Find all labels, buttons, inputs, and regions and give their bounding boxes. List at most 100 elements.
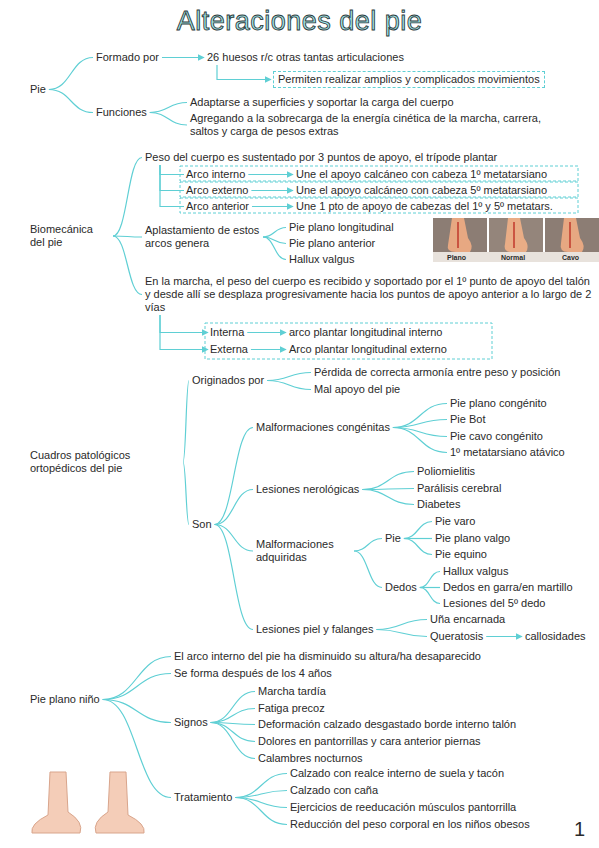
topic-text: Adaptarse a superficies y soportar la ca… — [190, 96, 454, 109]
topic-text: Calzado con realce interno de suela y ta… — [290, 767, 504, 780]
topic-node: Pie — [385, 532, 401, 545]
topic-text: El arco interno del pie ha disminuido su… — [174, 650, 481, 663]
topic-node: Deformación calzado desgastado borde int… — [258, 718, 516, 731]
branch-line — [362, 489, 414, 490]
branch-line — [267, 381, 311, 390]
foot-shape — [32, 772, 81, 833]
branch-line — [113, 236, 142, 237]
topic-text: Peso del cuerpo es sustentado por 3 punt… — [145, 151, 497, 164]
topic-node: Fatiga precoz — [258, 702, 325, 715]
branch-line — [150, 113, 187, 126]
branch-line — [49, 58, 93, 90]
branch-line — [103, 700, 171, 723]
topic-text: Arco anterior — [186, 200, 249, 213]
topic-text: Pie plano anterior — [289, 237, 375, 250]
branch-line — [354, 551, 382, 588]
branch-line — [376, 630, 427, 637]
branch-line — [211, 709, 255, 723]
topic-node: Calzado con realce interno de suela y ta… — [290, 767, 504, 780]
topic-text: Dedos — [385, 581, 417, 594]
branch-line — [263, 237, 286, 260]
topic-text: Pie plano valgo — [435, 532, 510, 545]
topic-node: Adaptarse a superficies y soportar la ca… — [190, 96, 454, 109]
photo-panel — [489, 218, 543, 262]
topic-text: Deformación calzado desgastado borde int… — [258, 718, 516, 731]
topic-node: Pie plano niño — [30, 693, 100, 706]
topic-node: Une el apoyo calcáneo con cabeza 5º meta… — [296, 184, 547, 197]
branch-line — [235, 798, 287, 808]
photo-caption: Normal — [501, 253, 525, 262]
topic-node: Une el apoyo calcáneo con cabeza 1º meta… — [296, 168, 547, 181]
topic-node: Lesiones nerológicas — [256, 483, 359, 496]
topic-node: Pie plano longitudinal — [289, 221, 394, 234]
branch-line — [150, 103, 187, 113]
branch-line — [486, 636, 522, 637]
topic-node: Malformaciones congénitas — [256, 421, 390, 434]
page-number: 1 — [574, 818, 585, 840]
topic-node: Arco interno — [186, 168, 245, 181]
topic-node: Pie cavo congénito — [450, 430, 543, 443]
topic-text: Agregando a la sobrecarga de la energía … — [190, 112, 550, 138]
branch-line — [263, 237, 286, 244]
topic-node: Hallux valgus — [289, 253, 354, 266]
branch-line — [211, 723, 255, 725]
topic-text: Dedos en garra/en martillo — [443, 581, 573, 594]
branch-line — [113, 158, 142, 237]
branch-line — [393, 428, 447, 453]
axis-mark — [513, 222, 515, 248]
topic-node: Mal apoyo del pie — [314, 383, 400, 396]
branch-line — [252, 206, 293, 207]
branch-line — [215, 428, 253, 525]
diagram-title: Alteraciones del pie — [0, 4, 599, 38]
topic-text: Arco interno — [186, 168, 245, 181]
axis-mark — [569, 222, 571, 248]
topic-node: Pérdida de correcta armonía entre peso y… — [314, 366, 560, 379]
topic-text: Ejercicios de reeducación músculos panto… — [290, 801, 516, 814]
branch-line — [251, 349, 286, 350]
topic-text: Pie cavo congénito — [450, 430, 543, 443]
topic-node: 26 huesos r/c otras tantas articulacione… — [207, 51, 404, 64]
branch-line — [376, 620, 427, 630]
topic-node: callosidades — [525, 630, 586, 643]
topic-node: Interna — [210, 326, 244, 339]
topic-text: Parálisis cerebral — [417, 482, 501, 495]
topic-text: Pie varo — [435, 515, 475, 528]
topic-node: Formado por — [96, 51, 159, 64]
topic-text: Une 1 pto de apoyo de cabezas del 1º y 5… — [296, 200, 553, 213]
branch-line — [247, 332, 286, 333]
foot-shape — [505, 218, 528, 252]
dashed-frame — [205, 323, 492, 359]
topic-text: Formado por — [96, 51, 159, 64]
topic-text: Reducción del peso corporal en los niños… — [290, 818, 530, 831]
topic-text: Tratamiento — [174, 791, 232, 804]
topic-text: Aplastamiento de estos arcos genera — [145, 224, 260, 250]
branch-line — [404, 538, 432, 539]
topic-node: Poliomielitis — [417, 465, 475, 478]
branch-line — [160, 165, 184, 175]
branch-line — [267, 373, 311, 381]
branch-line — [354, 539, 382, 552]
topic-text: 1º metatarsiano atávico — [450, 446, 565, 459]
topic-node: Aplastamiento de estos arcos genera — [145, 224, 260, 250]
topic-text: Malformaciones adquiridas — [256, 538, 351, 564]
topic-text: Pérdida de correcta armonía entre peso y… — [314, 366, 560, 379]
topic-text: Pie — [30, 83, 46, 96]
branch-line — [420, 572, 440, 588]
topic-text: Poliomielitis — [417, 465, 475, 478]
topic-text: 26 huesos r/c otras tantas articulacione… — [207, 51, 404, 64]
branch-line — [393, 420, 447, 428]
topic-text: arco plantar longitudinal interno — [289, 326, 443, 339]
branch-line — [215, 525, 253, 630]
foot-photo — [433, 218, 599, 262]
topic-text: Externa — [210, 343, 248, 356]
topic-node: Arco plantar longitudinal externo — [289, 343, 447, 356]
topic-node: Arco externo — [186, 184, 248, 197]
branch-line — [49, 90, 93, 113]
photo-caption: Cavo — [562, 253, 579, 262]
topic-node: Lesiones piel y falanges — [256, 623, 373, 636]
topic-node: Ejercicios de reeducación músculos panto… — [290, 801, 516, 814]
branch-line — [215, 490, 253, 525]
branch-line — [211, 723, 255, 759]
topic-text: Hallux valgus — [289, 253, 354, 266]
topic-text: Calzado con caña — [290, 784, 378, 797]
